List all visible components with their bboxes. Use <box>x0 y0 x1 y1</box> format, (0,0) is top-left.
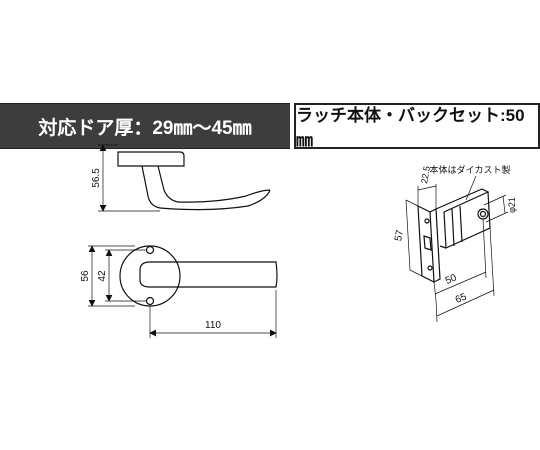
latch-height-label: 57 <box>393 229 406 242</box>
front-inner-label: 42 <box>97 270 108 282</box>
lever-side-view <box>117 151 271 211</box>
lever-front-view <box>119 245 278 307</box>
front-outer-label: 56 <box>80 270 91 282</box>
side-height-label: 56.5 <box>91 168 102 188</box>
front-inner-dim <box>105 249 146 302</box>
front-length-label: 110 <box>205 320 221 331</box>
latch-height-dim <box>405 199 423 277</box>
latch-diameter-label: φ21 <box>507 197 517 213</box>
latch-backset-label: 50 <box>444 272 459 287</box>
latch-total-dim <box>435 227 495 323</box>
side-height-dim <box>98 144 160 212</box>
latch-backset-label: ラッチ本体・バックセット:50㎜ <box>294 103 540 150</box>
latch-backset-dim <box>433 218 487 301</box>
latch-total-label: 65 <box>454 291 469 306</box>
latch-diameter-dim <box>483 194 509 223</box>
front-length-dim <box>149 290 277 338</box>
door-thickness-label: 対応ドア厚：29㎜～45㎜ <box>0 103 290 149</box>
latch-top-label: 22.5 <box>419 165 432 184</box>
latch-top-dim <box>417 184 437 209</box>
latch-body <box>417 188 491 283</box>
spec-header: 対応ドア厚：29㎜～45㎜ ラッチ本体・バックセット:50㎜ <box>0 103 540 150</box>
front-outer-dim <box>88 245 135 307</box>
latch-material-note: 本体はダイカスト製 <box>429 164 510 176</box>
note-leader <box>465 175 477 201</box>
